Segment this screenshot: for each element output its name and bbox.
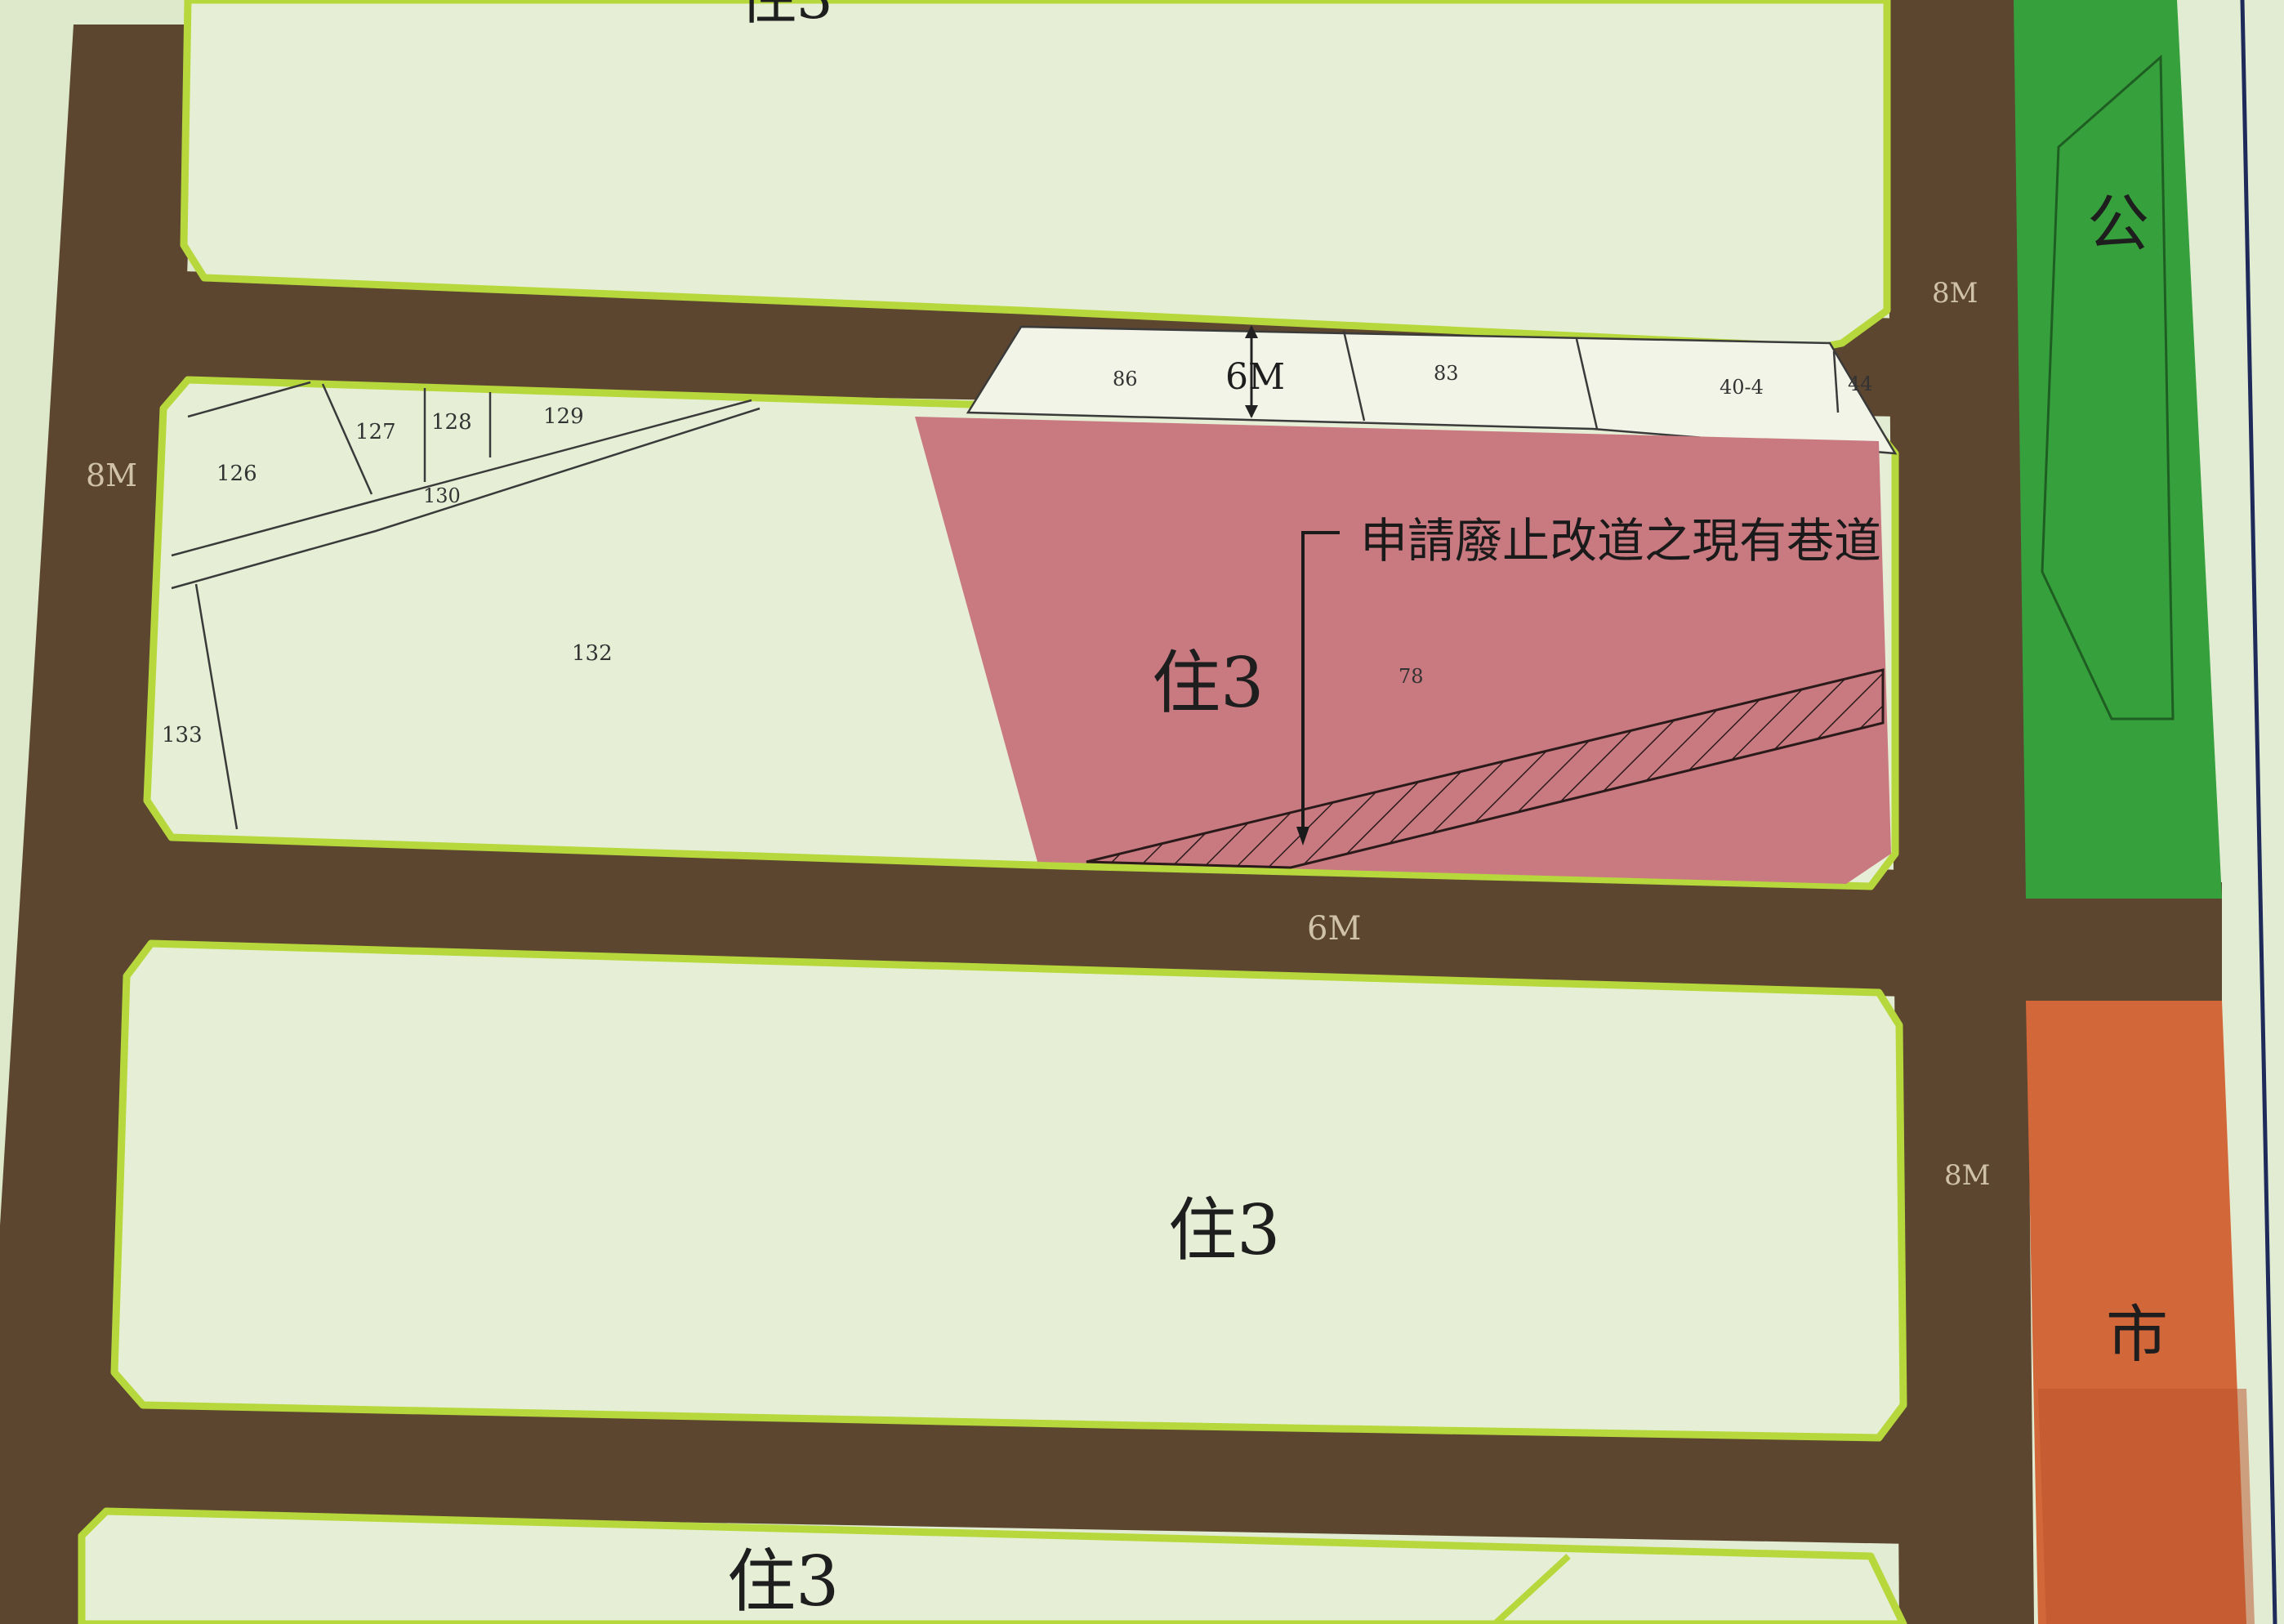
block-third (110, 939, 1907, 1442)
parcel-number-133: 133 (162, 723, 203, 747)
lot-lines (171, 330, 1840, 830)
parcel-number-126: 126 (216, 462, 257, 486)
road-width-8m-right-top: 8M (1932, 277, 1978, 310)
parcel-number-130: 130 (423, 484, 461, 507)
lot-line-block-four (1492, 1554, 1571, 1624)
map-frame-line (2240, 0, 2277, 1624)
parcel-number-83: 83 (1434, 362, 1459, 385)
lot-line-44 (1832, 350, 1840, 413)
road-width-8m-right-mid: 8M (1944, 1159, 1990, 1192)
park-zone-inner-line (2041, 54, 2175, 721)
annotation-leader-arrow (1296, 827, 1309, 845)
zone-label-market: 市 (2106, 1298, 2168, 1371)
road-right-vertical (1887, 0, 2034, 1624)
dimension-6m-arrow-bottom (1245, 405, 1258, 418)
annotation-leader (1301, 531, 1340, 837)
lot-line-lane (171, 399, 752, 557)
parcel-number-129: 129 (543, 404, 584, 429)
zone-label-block3: 住3 (1168, 1190, 1280, 1270)
zone-label-park: 公 (2087, 187, 2149, 260)
road-crossing-right (1887, 882, 2222, 1005)
road-width-6m-top: 6M (1225, 356, 1285, 398)
parcel-number-128: 128 (431, 410, 472, 435)
road-width-8m-left: 8M (86, 457, 137, 493)
parcel-number-127: 127 (355, 420, 396, 444)
annotation-label: 申請廢止改道之現有巷道 (1360, 513, 1881, 569)
lot-line-lane-2 (171, 407, 761, 590)
zone-label-top: 住3 (739, 0, 833, 32)
road-width-6m-mid: 6M (1307, 910, 1361, 948)
zone-label-block2: 住3 (1152, 643, 1264, 723)
lot-line-126-top (187, 381, 311, 418)
block-fourth (78, 1507, 1907, 1624)
lot-line-133 (194, 583, 239, 830)
parcel-number-40-4: 40-4 (1720, 376, 1764, 399)
parcel-number-86: 86 (1113, 368, 1138, 390)
parcel-number-78: 78 (1399, 665, 1424, 688)
lot-line-40-4 (1575, 338, 1599, 430)
existing-lane-hatched (1086, 668, 1885, 869)
market-zone-shade (2038, 1389, 2255, 1624)
dimension-6m-arrow-top (1245, 325, 1258, 338)
zone-label-block4: 住3 (727, 1541, 839, 1622)
lot-line-126-127 (321, 383, 373, 495)
park-zone (2014, 0, 2222, 899)
lot-line-83 (1342, 330, 1366, 422)
parcel-number-44: 44 (1848, 373, 1873, 395)
parcel-number-132: 132 (572, 641, 613, 666)
